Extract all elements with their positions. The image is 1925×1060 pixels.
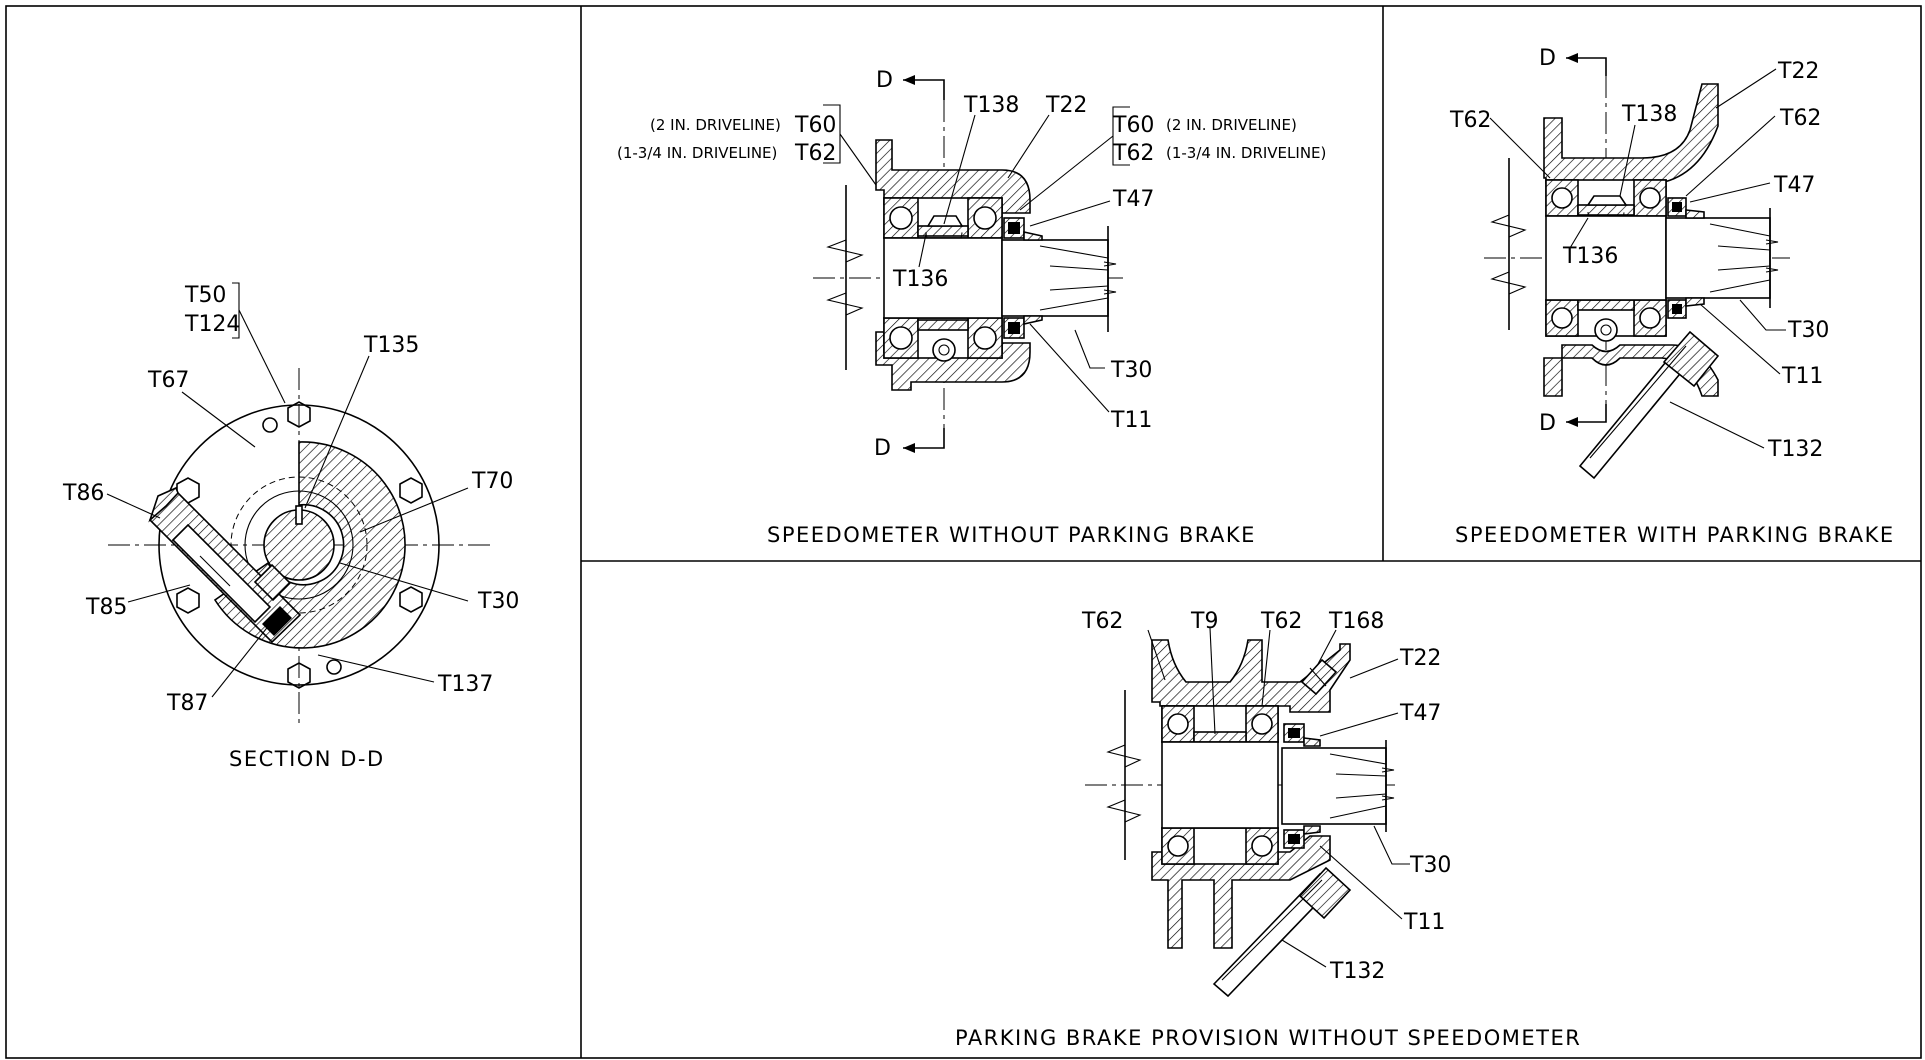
label-t22: T22 bbox=[1045, 93, 1087, 118]
label-t124: T124 bbox=[184, 312, 240, 337]
label-d-bottom: D bbox=[874, 436, 891, 461]
label-t47: T47 bbox=[1112, 187, 1154, 212]
label-t22: T22 bbox=[1777, 59, 1819, 84]
label-d-bottom: D bbox=[1539, 411, 1556, 436]
label-t168: T168 bbox=[1328, 609, 1384, 634]
label-t137: T137 bbox=[437, 672, 493, 697]
label-t62-right: T62 bbox=[1112, 141, 1154, 166]
label-t22: T22 bbox=[1399, 646, 1441, 671]
label-t60-left: T60 bbox=[794, 113, 836, 138]
label-t138: T138 bbox=[1621, 102, 1677, 127]
angled-housing bbox=[148, 486, 302, 644]
note-right-2in: (2 IN. DRIVELINE) bbox=[1166, 116, 1297, 134]
speedometer-without-brake-view: D D T138 T22 (2 IN. DRIVELINE) T60 (1-3/… bbox=[617, 68, 1326, 547]
label-t62-right: T62 bbox=[1779, 106, 1821, 131]
label-d-top: D bbox=[1539, 46, 1556, 71]
label-t11: T11 bbox=[1110, 408, 1152, 433]
label-t50: T50 bbox=[184, 283, 226, 308]
label-d-top: D bbox=[876, 68, 893, 93]
label-t135: T135 bbox=[363, 333, 419, 358]
label-t85: T85 bbox=[85, 595, 127, 620]
label-t132: T132 bbox=[1767, 437, 1823, 462]
label-t62-left: T62 bbox=[794, 141, 836, 166]
label-t62-left: T62 bbox=[1081, 609, 1123, 634]
label-t87: T87 bbox=[166, 691, 208, 716]
label-t11: T11 bbox=[1403, 910, 1445, 935]
label-t30: T30 bbox=[477, 589, 519, 614]
section-dd-view: T50 T124 T135 T67 T70 T86 T30 T85 T137 T… bbox=[62, 282, 519, 771]
label-t70: T70 bbox=[471, 469, 513, 494]
label-t11: T11 bbox=[1781, 364, 1823, 389]
panel-borders bbox=[5, 5, 1922, 1059]
label-t132: T132 bbox=[1329, 959, 1385, 984]
label-t30: T30 bbox=[1787, 318, 1829, 343]
label-t62-left: T62 bbox=[1449, 108, 1491, 133]
label-t9: T9 bbox=[1190, 609, 1218, 634]
label-t86: T86 bbox=[62, 481, 104, 506]
note-left-2in: (2 IN. DRIVELINE) bbox=[650, 116, 781, 134]
label-t62-mid: T62 bbox=[1260, 609, 1302, 634]
speedometer-with-brake-view: D D T22 T62 T138 T62 T47 T136 T30 T11 T1… bbox=[1449, 46, 1895, 547]
label-t60-right: T60 bbox=[1112, 113, 1154, 138]
label-t138: T138 bbox=[963, 93, 1019, 118]
label-t30: T30 bbox=[1110, 358, 1152, 383]
caption-without-brake: SPEEDOMETER WITHOUT PARKING BRAKE bbox=[767, 523, 1256, 547]
parking-provision-view: T62 T9 T62 T168 T22 T47 T30 T11 T132 PAR… bbox=[955, 609, 1581, 1050]
label-t136: T136 bbox=[1562, 244, 1618, 269]
caption-with-brake: SPEEDOMETER WITH PARKING BRAKE bbox=[1455, 523, 1895, 547]
caption-section-dd: SECTION D-D bbox=[229, 747, 385, 771]
label-t47: T47 bbox=[1773, 173, 1815, 198]
note-right-134in: (1-3/4 IN. DRIVELINE) bbox=[1166, 144, 1326, 162]
label-t67: T67 bbox=[147, 368, 189, 393]
label-t47: T47 bbox=[1399, 701, 1441, 726]
note-left-134in: (1-3/4 IN. DRIVELINE) bbox=[617, 144, 777, 162]
label-t136: T136 bbox=[892, 267, 948, 292]
caption-parking-provision: PARKING BRAKE PROVISION WITHOUT SPEEDOME… bbox=[955, 1026, 1581, 1050]
label-t30: T30 bbox=[1409, 853, 1451, 878]
